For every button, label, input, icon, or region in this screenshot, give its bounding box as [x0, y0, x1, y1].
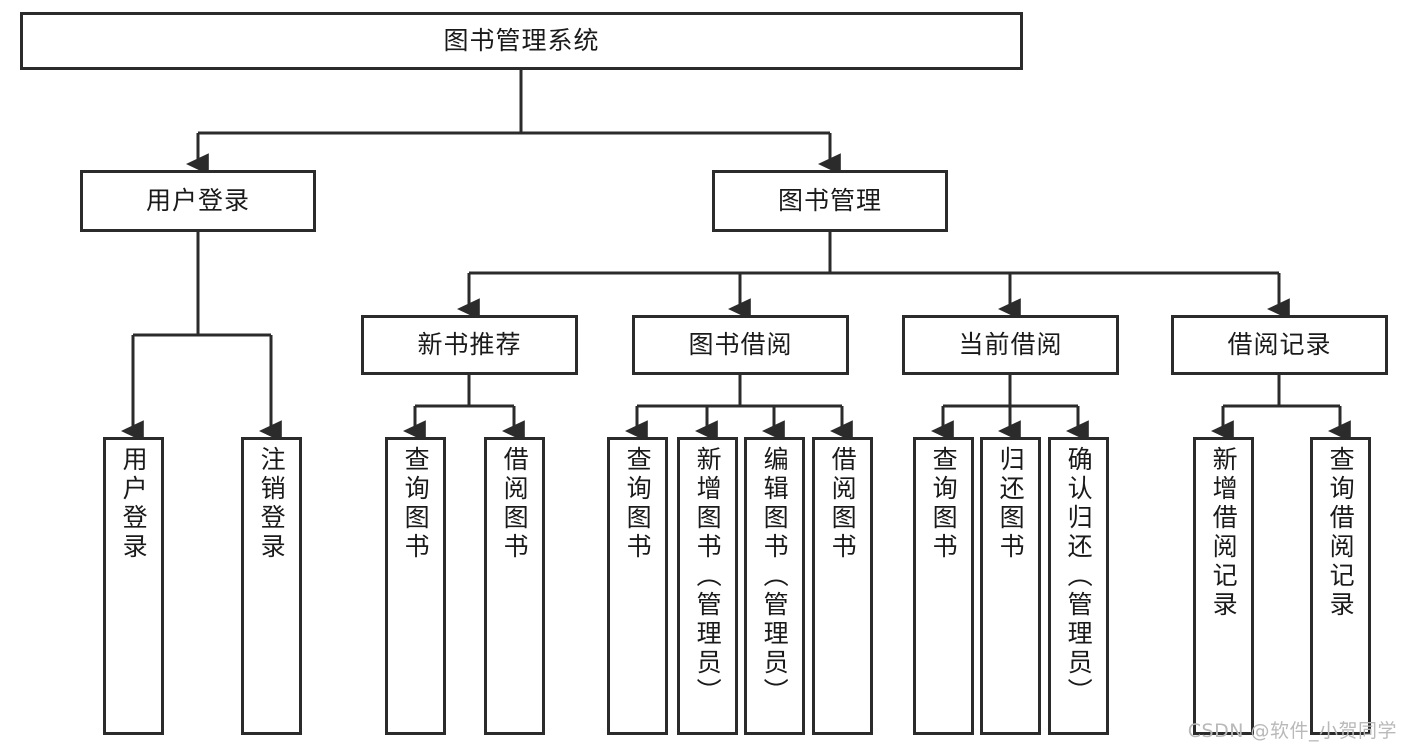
node-label: 编辑图书（管理员） [760, 446, 790, 707]
node-label: 查询图书 [401, 446, 431, 562]
leaf-confirm-return-admin[interactable]: 确认归还（管理员） [1048, 437, 1109, 735]
node-label: 用户登录 [119, 446, 149, 562]
leaf-logout-login[interactable]: 注销登录 [241, 437, 302, 735]
leaf-query-book-new-recommend[interactable]: 查询图书 [385, 437, 446, 735]
leaf-add-book-admin[interactable]: 新增图书（管理员） [677, 437, 738, 735]
leaf-query-book-borrow[interactable]: 查询图书 [607, 437, 668, 735]
node-label: 借阅图书 [500, 446, 530, 562]
leaf-query-book-current[interactable]: 查询图书 [913, 437, 974, 735]
node-current-borrow[interactable]: 当前借阅 [902, 315, 1119, 375]
leaf-borrow-book-new-recommend[interactable]: 借阅图书 [484, 437, 545, 735]
leaf-edit-book-admin[interactable]: 编辑图书（管理员） [744, 437, 805, 735]
leaf-return-book[interactable]: 归还图书 [980, 437, 1041, 735]
node-label: 新增图书（管理员） [693, 446, 723, 707]
node-root-system[interactable]: 图书管理系统 [20, 12, 1023, 70]
node-label: 注销登录 [257, 446, 287, 562]
node-borrow-record[interactable]: 借阅记录 [1171, 315, 1388, 375]
leaf-borrow-book-borrow[interactable]: 借阅图书 [812, 437, 873, 735]
leaf-query-borrow-record[interactable]: 查询借阅记录 [1310, 437, 1371, 735]
node-label: 确认归还（管理员） [1064, 446, 1094, 707]
node-label: 当前借阅 [958, 330, 1063, 360]
node-label: 新书推荐 [417, 330, 522, 360]
node-label: 图书管理系统 [443, 26, 600, 56]
leaf-add-borrow-record[interactable]: 新增借阅记录 [1193, 437, 1254, 735]
node-label: 借阅图书 [828, 446, 858, 562]
node-label: 借阅记录 [1227, 330, 1332, 360]
node-label: 查询图书 [929, 446, 959, 562]
node-user-login[interactable]: 用户登录 [80, 170, 316, 232]
node-label: 用户登录 [145, 186, 250, 216]
node-label: 新增借阅记录 [1209, 446, 1239, 620]
node-label: 查询借阅记录 [1326, 446, 1356, 620]
node-book-manage[interactable]: 图书管理 [712, 170, 948, 232]
node-book-borrow[interactable]: 图书借阅 [632, 315, 849, 375]
leaf-user-login[interactable]: 用户登录 [103, 437, 164, 735]
node-label: 归还图书 [996, 446, 1026, 562]
node-label: 图书管理 [777, 186, 882, 216]
node-label: 图书借阅 [688, 330, 793, 360]
node-new-book-recommend[interactable]: 新书推荐 [361, 315, 578, 375]
node-label: 查询图书 [623, 446, 653, 562]
